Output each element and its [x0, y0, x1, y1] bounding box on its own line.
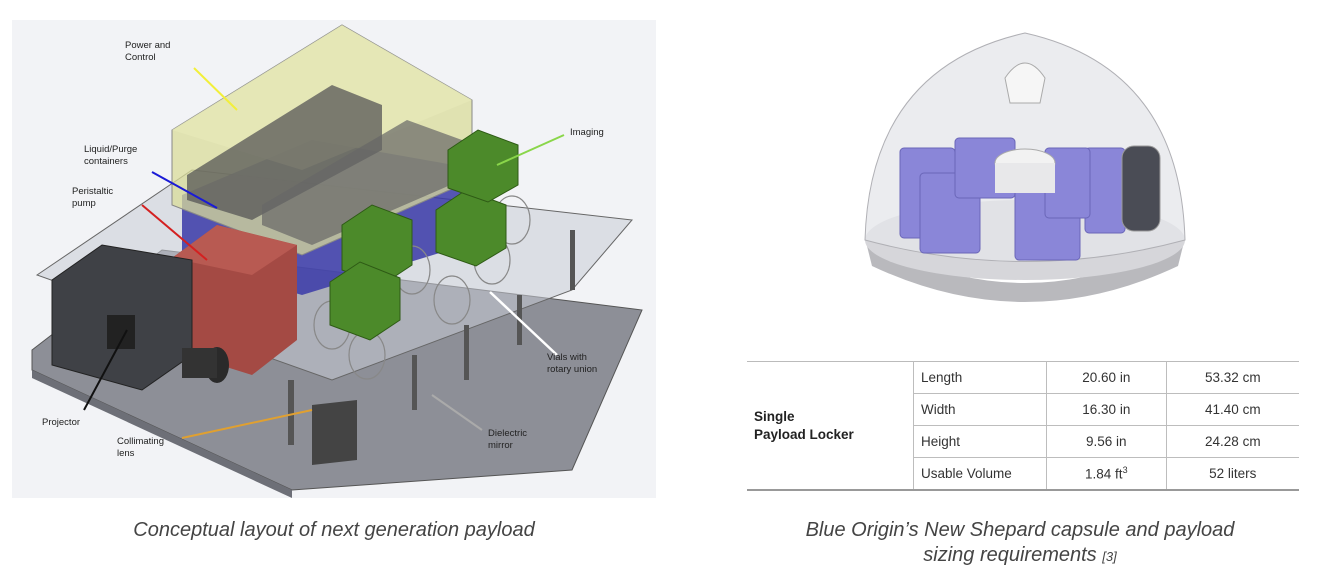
- callout-vials: Vials with rotary union: [547, 352, 598, 375]
- right-caption-reference: [3]: [1102, 549, 1117, 564]
- callout-imaging: Imaging: [570, 127, 604, 138]
- payload-lockers: [899, 137, 1126, 261]
- new-shepard-capsule-image: [864, 32, 1186, 302]
- capsule-hatch: [1004, 62, 1046, 104]
- table-row: Usable Volume 1.84 ft3 52 liters: [747, 457, 1299, 491]
- vials-arrow: [489, 291, 558, 356]
- dielectric-arrow: [431, 394, 483, 431]
- imaging-arrow: [496, 134, 565, 166]
- row-label: Height: [913, 425, 1047, 458]
- row-label: Width: [913, 393, 1047, 426]
- capsule-base-ring: [865, 238, 1185, 302]
- left-figure-caption: Conceptual layout of next generation pay…: [133, 519, 535, 541]
- table-row: Single Payload Locker Length 20.60 in 53…: [747, 361, 1299, 491]
- imperial-value: 1.84 ft3: [1046, 457, 1167, 491]
- group-label-line2: Payload Locker: [754, 426, 854, 442]
- callout-dielectric: Dielectric mirror: [488, 428, 528, 451]
- table-group-label: Single Payload Locker: [747, 361, 914, 491]
- imperial-value-text: 1.84 ft: [1085, 466, 1123, 482]
- imperial-value: 20.60 in: [1046, 361, 1167, 394]
- metric-value: 24.28 cm: [1165, 425, 1299, 458]
- capsule-window: [1121, 145, 1161, 232]
- projector-arrow: [83, 329, 128, 411]
- imperial-value-superscript: 3: [1122, 465, 1128, 476]
- row-label: Usable Volume: [913, 457, 1047, 491]
- center-pillar: [995, 163, 1055, 193]
- right-figure-caption: Blue Origin’s New Shepard capsule and pa…: [720, 518, 1320, 569]
- group-label-line1: Single: [754, 408, 795, 424]
- metric-value: 41.40 cm: [1165, 393, 1299, 426]
- callout-power-control: Power and Control: [125, 40, 171, 63]
- peristaltic-pump-top: [172, 225, 297, 275]
- callout-liquid-purge: Liquid/Purge containers: [84, 144, 138, 167]
- right-caption-line1: Blue Origin’s New Shepard capsule and pa…: [805, 519, 1235, 541]
- right-caption-line2: sizing requirements: [923, 544, 1097, 566]
- liquid-purge-arrow: [151, 171, 218, 209]
- inner-module-1: [187, 85, 382, 220]
- base-plate-edge: [32, 370, 292, 498]
- projector-assembly: [51, 244, 229, 391]
- payload-layout-figure: Power and Control Liquid/Purge container…: [12, 20, 656, 498]
- payload-layout-drawing: [31, 24, 643, 498]
- collimating-arrow: [181, 409, 313, 439]
- power-control-arrow: [193, 67, 238, 111]
- inner-module-2: [262, 120, 462, 245]
- table-row: Height 9.56 in 24.28 cm: [747, 425, 1299, 458]
- imperial-value: 9.56 in: [1046, 425, 1167, 458]
- imperial-value: 16.30 in: [1046, 393, 1167, 426]
- imaging-cubes: [329, 129, 519, 341]
- metric-value: 53.32 cm: [1165, 361, 1299, 394]
- peristaltic-arrow: [141, 204, 208, 261]
- metric-value: 52 liters: [1165, 457, 1299, 491]
- callout-collimating: Collimating lens: [117, 436, 164, 459]
- callout-projector: Projector: [42, 417, 81, 428]
- payload-sizing-table: Single Payload Locker Length 20.60 in 53…: [747, 361, 1299, 491]
- row-label: Length: [913, 361, 1047, 394]
- table-row: Width 16.30 in 41.40 cm: [747, 393, 1299, 426]
- callout-peristaltic: Peristaltic pump: [72, 186, 114, 209]
